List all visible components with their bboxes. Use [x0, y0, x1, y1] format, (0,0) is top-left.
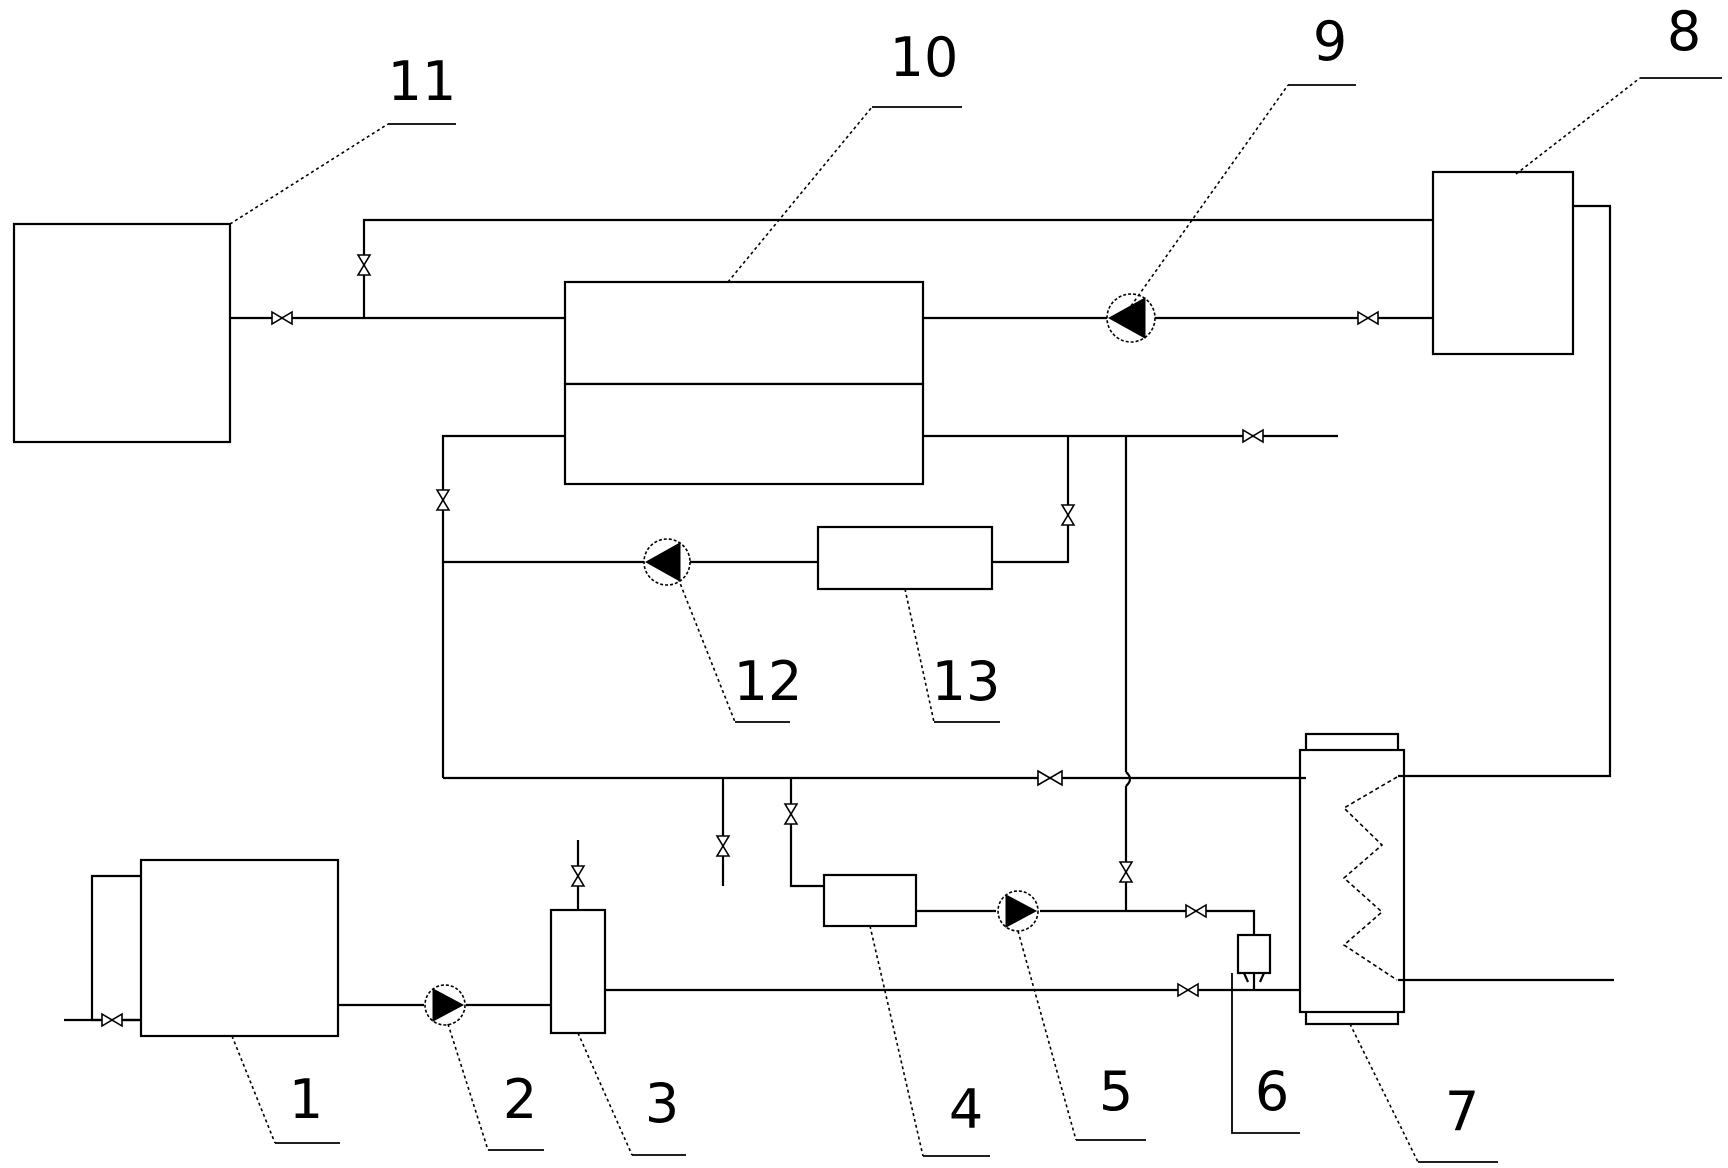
leader-4 — [869, 925, 924, 1157]
pipe-top-loop — [362, 218, 1433, 318]
pipe-10-left-branch — [441, 434, 565, 778]
leader-2 — [447, 1023, 489, 1151]
leader-10 — [727, 106, 873, 283]
label-7: 7 — [1445, 1080, 1479, 1143]
label-4: 4 — [949, 1078, 983, 1141]
pipe-8-to-7 — [1398, 204, 1612, 778]
component-6-outlet — [1242, 972, 1266, 990]
label-6: 6 — [1255, 1060, 1289, 1123]
label-3: 3 — [645, 1072, 679, 1135]
pipe-to-13 — [992, 436, 1070, 564]
valve-main-bottom — [1177, 982, 1199, 998]
leader-12 — [675, 572, 736, 723]
valve-vertical-to-5 — [1118, 861, 1134, 883]
label-8: 8 — [1667, 0, 1701, 63]
valve-1-inlet — [101, 1012, 123, 1028]
leader-6 — [1231, 973, 1300, 1134]
label-10: 10 — [890, 26, 959, 89]
pipe-to-4 — [789, 778, 824, 888]
valve-13-inlet — [1060, 504, 1076, 526]
valve-bottom-header — [1037, 769, 1063, 787]
valve-outlet-right — [1242, 428, 1264, 444]
leader-13 — [904, 588, 935, 723]
component-7-inner — [1298, 748, 1406, 1014]
valve-to-6 — [1185, 903, 1207, 919]
component-7-coil — [1342, 776, 1398, 981]
component-10-lower-box — [563, 382, 925, 486]
valve-11-outlet — [271, 310, 293, 326]
label-5: 5 — [1099, 1060, 1133, 1123]
component-8-box — [1431, 170, 1575, 356]
component-13-box — [816, 525, 994, 591]
label-11: 11 — [388, 50, 457, 113]
valve-top-branch — [356, 254, 372, 276]
leader-8 — [1515, 77, 1641, 175]
component-3-box — [549, 908, 607, 1035]
leader-5 — [1017, 930, 1077, 1141]
valve-8-inlet — [1357, 310, 1379, 326]
pump-5 — [997, 890, 1039, 932]
component-1-box — [139, 858, 340, 1038]
label-1: 1 — [289, 1068, 323, 1131]
pump-12 — [643, 538, 691, 586]
component-10-upper-box — [563, 280, 925, 386]
label-2: 2 — [503, 1068, 537, 1131]
pipe-1-bypass — [90, 874, 141, 1022]
label-9: 9 — [1313, 10, 1347, 73]
valve-drain-leg — [715, 835, 731, 857]
label-13: 13 — [932, 650, 1001, 713]
component-4-box — [822, 873, 918, 928]
label-12: 12 — [734, 650, 803, 713]
valve-left-branch — [435, 489, 451, 511]
pipe-pump5-to-6 — [1040, 909, 1256, 935]
component-11-box — [12, 222, 232, 444]
valve-3-vent — [570, 865, 586, 887]
leader-1 — [231, 1035, 276, 1144]
leader-11 — [229, 123, 389, 225]
pump-2 — [424, 984, 466, 1026]
leader-9 — [1130, 84, 1289, 307]
valve-to-4 — [783, 803, 799, 825]
pump-9 — [1106, 293, 1156, 343]
component-6-box — [1236, 933, 1272, 975]
leader-3 — [577, 1032, 633, 1156]
leader-7 — [1349, 1023, 1419, 1163]
